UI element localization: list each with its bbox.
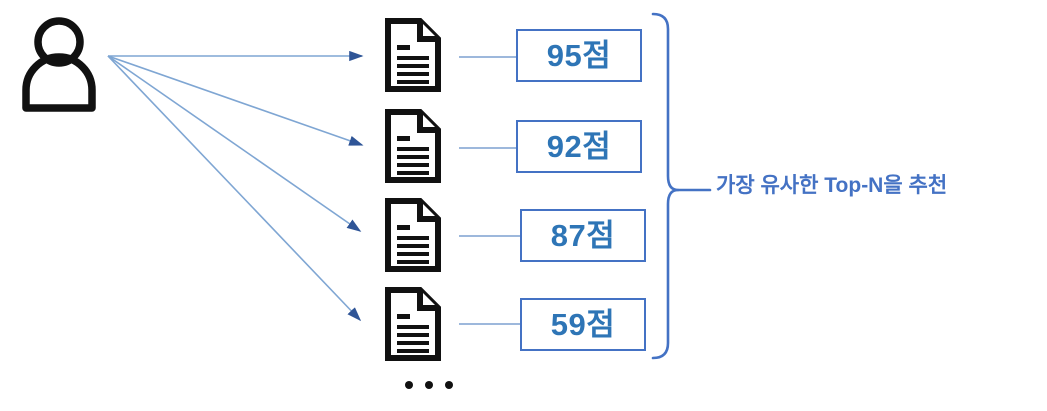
score-label: 87점 [550, 218, 616, 253]
score-box-2[interactable]: 92점 [516, 120, 642, 173]
arrow-person-to-doc-4 [107, 55, 362, 322]
ellipsis-indicator [405, 381, 453, 389]
score-label: 95점 [546, 38, 612, 73]
curly-brace-icon [651, 12, 712, 360]
score-box-4[interactable]: 59점 [520, 298, 646, 351]
score-box-1[interactable]: 95점 [516, 29, 642, 82]
score-box-3[interactable]: 87점 [520, 209, 646, 262]
score-label: 92점 [546, 129, 612, 164]
ellipsis-dot [425, 381, 433, 389]
document-icon [385, 18, 441, 92]
score-label: 59점 [550, 307, 616, 342]
document-icon [385, 109, 441, 183]
recommendation-caption: 가장 유사한 Top-N을 추천 [716, 174, 948, 197]
document-icon [385, 287, 441, 361]
ellipsis-dot [445, 381, 453, 389]
person-icon [22, 17, 96, 112]
document-icon [385, 198, 441, 272]
ellipsis-dot [405, 381, 413, 389]
arrow-person-to-doc-3 [107, 55, 362, 232]
arrow-person-to-doc-2 [107, 55, 364, 146]
